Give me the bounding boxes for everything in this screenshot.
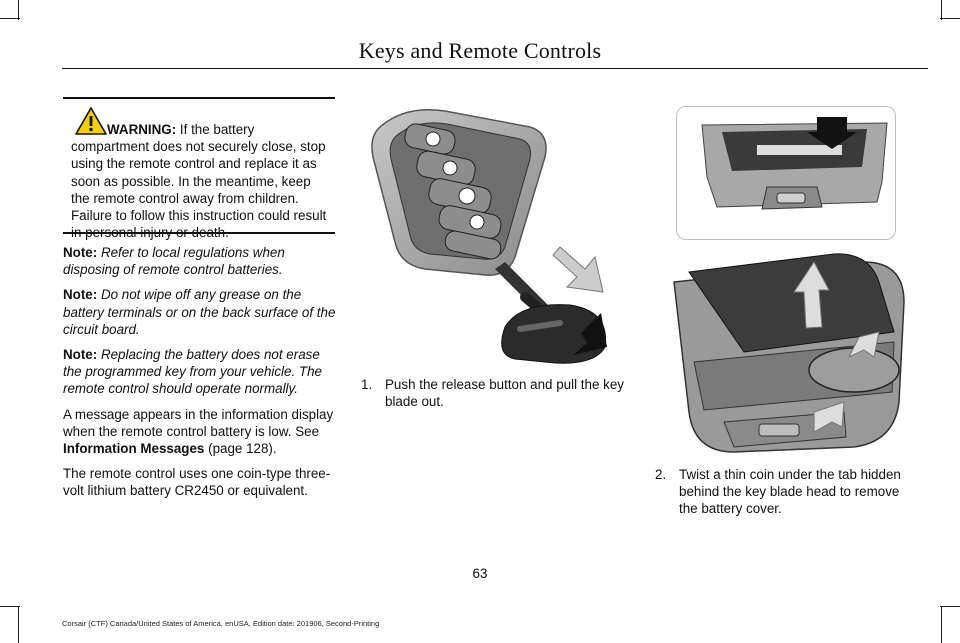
info-paragraph: A message appears in the information dis… <box>63 406 339 458</box>
crop-mark <box>0 18 20 19</box>
battery-compartment-illustration <box>676 106 896 240</box>
header-divider <box>62 68 928 69</box>
page-title: Keys and Remote Controls <box>358 38 602 63</box>
crop-mark <box>0 606 20 607</box>
note-paragraph: Note: Replacing the battery does not era… <box>63 346 339 398</box>
cross-reference-link[interactable]: Information Messages <box>63 441 205 457</box>
note-label: Note: <box>63 245 98 260</box>
step-text: Push the release button and pull the key… <box>385 377 624 410</box>
warning-text: WARNING: If the battery compartment does… <box>71 121 333 241</box>
crop-mark <box>18 606 19 643</box>
battery-cover-removal-illustration <box>673 253 905 453</box>
left-column: Note: Refer to local regulations when di… <box>63 244 339 508</box>
crop-mark <box>941 606 942 643</box>
crop-mark <box>940 606 960 607</box>
crop-mark <box>941 0 942 20</box>
step-text: Twist a thin coin under the tab hidden b… <box>679 467 901 517</box>
step-number: 1. <box>361 377 373 392</box>
note-paragraph: Note: Refer to local regulations when di… <box>63 244 339 278</box>
info-text: A message appears in the information dis… <box>63 406 334 439</box>
crop-mark <box>18 0 19 20</box>
note-label: Note: <box>63 287 98 303</box>
crop-mark <box>940 18 960 19</box>
note-label: Note: <box>63 347 98 363</box>
footer-edition-info: Corsair (CTF) Canada/United States of Am… <box>62 619 380 628</box>
note-body: Replacing the battery does not erase the… <box>63 347 322 397</box>
note-paragraph: Note: Do not wipe off any grease on the … <box>63 286 339 338</box>
key-fob-illustration <box>371 108 607 364</box>
note-body: Do not wipe off any grease on the batter… <box>63 287 336 337</box>
info-text: (page 128). <box>204 441 277 457</box>
step-number: 2. <box>655 467 667 482</box>
warning-body: If the battery compartment does not secu… <box>71 122 327 241</box>
warning-box: WARNING: If the battery compartment does… <box>63 97 335 240</box>
warning-label: WARNING: <box>107 122 177 137</box>
note-body: Refer to local regulations when disposin… <box>63 245 285 278</box>
warning-triangle-icon <box>75 107 107 135</box>
battery-paragraph: The remote control uses one coin-type th… <box>63 466 331 499</box>
page-number: 63 <box>472 566 488 581</box>
